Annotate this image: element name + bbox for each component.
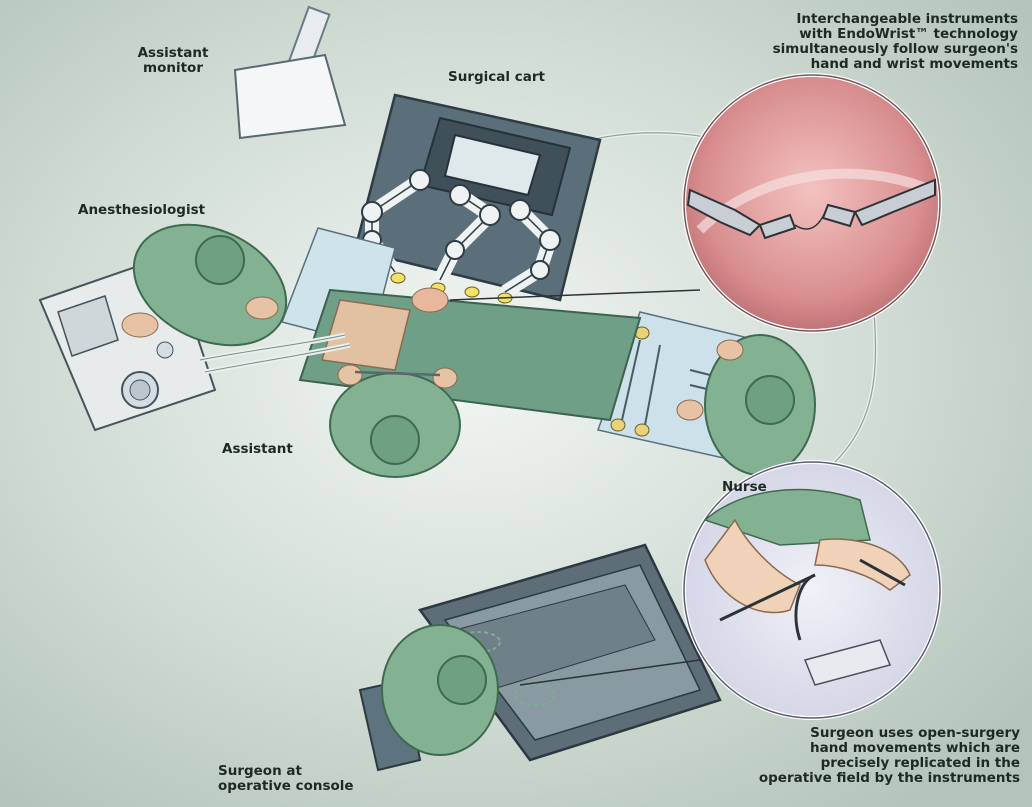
endowrist-caption: Interchangeable instruments with EndoWri… (640, 12, 1018, 72)
anesthesiologist-label: Anesthesiologist (78, 203, 205, 218)
surgeon-console-label: Surgeon at operative console (218, 764, 418, 794)
assistant-monitor-label: Assistant monitor (118, 46, 228, 76)
assistant-figure (330, 365, 460, 477)
endowrist-detail-circle (684, 75, 940, 331)
surgeon-caption: Surgeon uses open-surgery hand movements… (640, 726, 1020, 786)
hand-controls-detail-circle (684, 462, 940, 718)
nurse-label: Nurse (722, 480, 767, 495)
surgical-cart-label: Surgical cart (448, 70, 545, 85)
assistant-label: Assistant (222, 442, 293, 457)
